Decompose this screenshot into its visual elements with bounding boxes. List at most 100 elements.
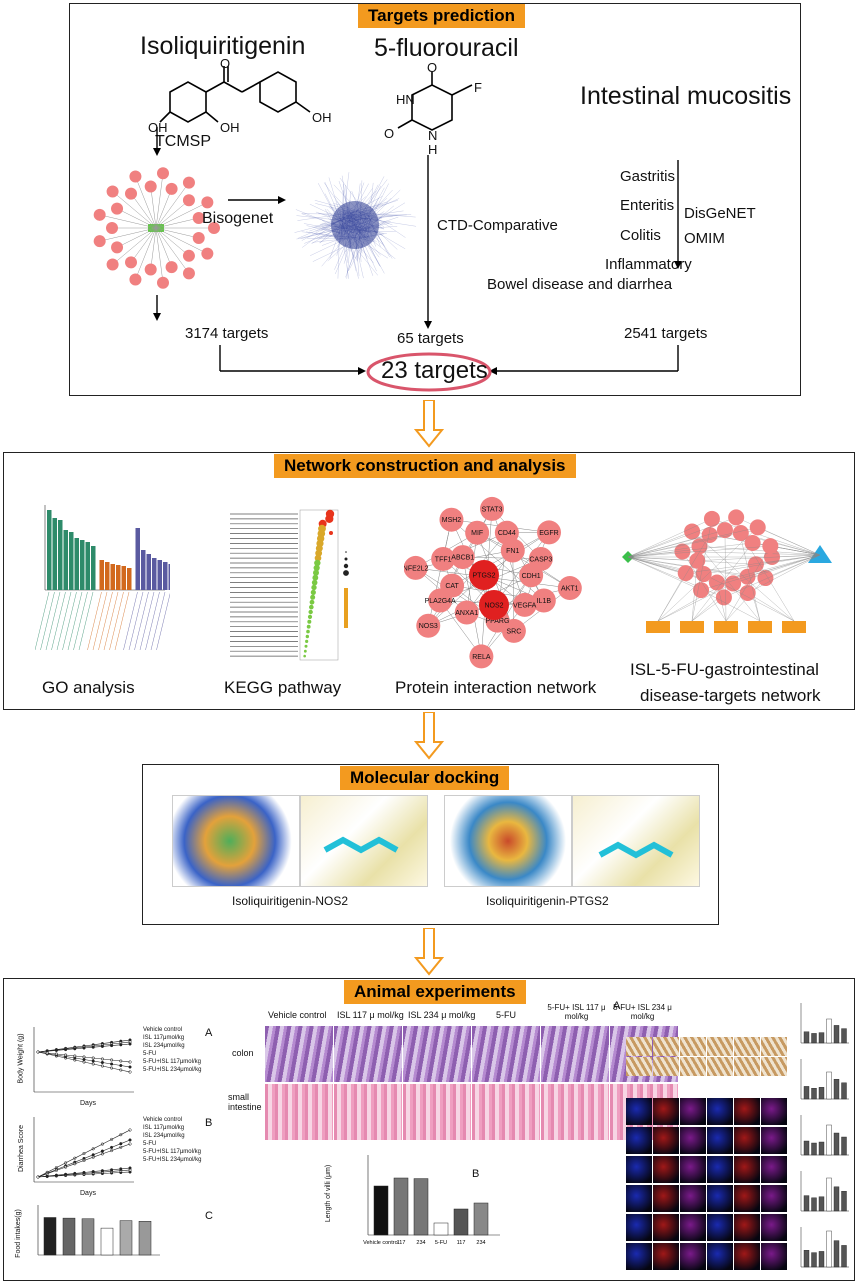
food-ylabel: Food intakes(g) — [14, 1209, 22, 1258]
ihc-image — [680, 1057, 706, 1076]
network-tag: Network construction and analysis — [274, 454, 576, 478]
ppi-label: Protein interaction network — [395, 678, 597, 697]
ihc-mini-charts — [800, 1003, 849, 1268]
histology-grid — [265, 1026, 678, 1142]
go-bar — [141, 550, 146, 590]
ppi-node — [465, 520, 490, 545]
immunofluorescence-image — [626, 1185, 652, 1212]
ihc-image — [653, 1057, 679, 1076]
isl-targets-count: 3174 targets — [185, 325, 269, 342]
down-arrow-3 — [414, 928, 444, 976]
legend-1-1: ISL 117μmol/kg — [143, 1035, 185, 1041]
ppi-node — [537, 520, 562, 545]
isl-target-star-network — [93, 167, 220, 289]
isl-target-node — [701, 526, 718, 543]
ppi-node-label: PPARG — [485, 618, 509, 625]
mini-bar — [833, 1132, 840, 1156]
star-node — [182, 249, 195, 262]
disease-colitis: Colitis — [620, 227, 661, 244]
legend-1-5: 5-FU+ISL 234μmol/kg — [143, 1067, 202, 1073]
kegg-size-legend — [345, 551, 347, 553]
omim-label: OMIM — [684, 230, 725, 247]
star-edge — [155, 182, 190, 229]
mini-bar — [803, 1086, 810, 1100]
disease-square-node — [680, 621, 704, 633]
immunofluorescence-image — [626, 1214, 652, 1241]
row-label-small-intestine: small intestine — [228, 1092, 262, 1112]
line-series — [37, 1051, 131, 1068]
panel-b-label-mid: B — [472, 1168, 480, 1180]
star-edge — [135, 227, 157, 280]
panel-a-label-left: A — [205, 1027, 213, 1039]
isl-target-node — [703, 510, 720, 527]
star-node — [165, 261, 178, 274]
isl-edge — [716, 554, 821, 583]
mini-bar — [818, 1251, 825, 1268]
o-label-fu-1: O — [427, 60, 438, 75]
mini-bar — [803, 1249, 810, 1268]
mini-bar — [811, 1197, 817, 1212]
kegg-dot — [313, 564, 320, 571]
isl-target-node — [716, 522, 733, 539]
ppi-node — [500, 538, 525, 563]
immunofluorescence-image — [653, 1243, 679, 1270]
kegg-dot — [303, 654, 306, 658]
disease-square-node — [646, 621, 670, 633]
disease-gastritis: Gastritis — [620, 168, 676, 185]
ihc-image — [680, 1037, 706, 1056]
immunofluorescence-image — [653, 1214, 679, 1241]
oh-label-isl-3: OH — [312, 110, 332, 125]
legend-2-5: 5-FU+ISL 234μmol/kg — [143, 1157, 202, 1163]
ppi-node — [519, 563, 544, 588]
ppi-network: STAT3CD44FN1EGFRCASP3CDH1AKT1IL1BVEGFAPT… — [404, 496, 582, 669]
isl-edge — [691, 542, 753, 622]
ppi-node-label: MSH2 — [442, 517, 462, 524]
isl-target-node — [677, 565, 694, 582]
isl-edge — [701, 554, 821, 591]
disease-enteritis: Enteritis — [620, 197, 675, 214]
go-bar — [80, 540, 85, 590]
disease-inflammatory: Inflammatory — [605, 256, 692, 273]
isl-edge — [703, 573, 795, 622]
ppi-node — [440, 573, 465, 598]
immunofluorescence-image — [680, 1243, 706, 1270]
line-series — [37, 1051, 131, 1073]
go-tick-label — [98, 591, 113, 651]
go-tick-label — [56, 591, 72, 651]
go-tick-label — [134, 591, 149, 651]
fu-title: 5-fluorouracil — [374, 34, 519, 62]
isl-target-node — [747, 556, 764, 573]
kegg-color-legend — [344, 588, 348, 628]
down-arrow-1 — [414, 400, 444, 448]
isl-edge — [747, 592, 795, 622]
go-bar — [152, 558, 157, 590]
immunofluorescence-image — [707, 1214, 733, 1241]
go-bar — [168, 564, 170, 590]
kegg-dot — [314, 559, 321, 567]
panel-c-label: C — [205, 1210, 213, 1222]
star-node — [182, 176, 195, 189]
villi-ylabel: Length of villi (μm) — [325, 1164, 333, 1223]
star-node — [156, 276, 169, 289]
go-tick-label — [40, 591, 55, 651]
go-bar — [74, 538, 79, 590]
isl-edge — [724, 530, 727, 622]
immunofluorescence-image — [707, 1156, 733, 1183]
isl-target-node — [749, 519, 766, 536]
star-edge — [150, 186, 157, 229]
ppi-node — [512, 592, 537, 617]
mini-bar — [818, 1196, 825, 1212]
go-tick-label — [114, 591, 130, 651]
go-bar — [135, 528, 140, 590]
go-bar — [127, 568, 132, 590]
days-label-2: Days — [80, 1190, 96, 1197]
star-edge — [155, 227, 172, 268]
small-intestine-histology-image — [265, 1084, 333, 1140]
line-series — [37, 1139, 131, 1178]
legend-2-0: Vehicle control — [143, 1117, 183, 1123]
docking-ptgs2-ligand — [598, 841, 674, 859]
go-bar — [99, 560, 104, 590]
ppi-node-label: STAT3 — [482, 506, 503, 513]
kegg-dot — [307, 619, 312, 624]
ppi-edge — [462, 556, 541, 560]
